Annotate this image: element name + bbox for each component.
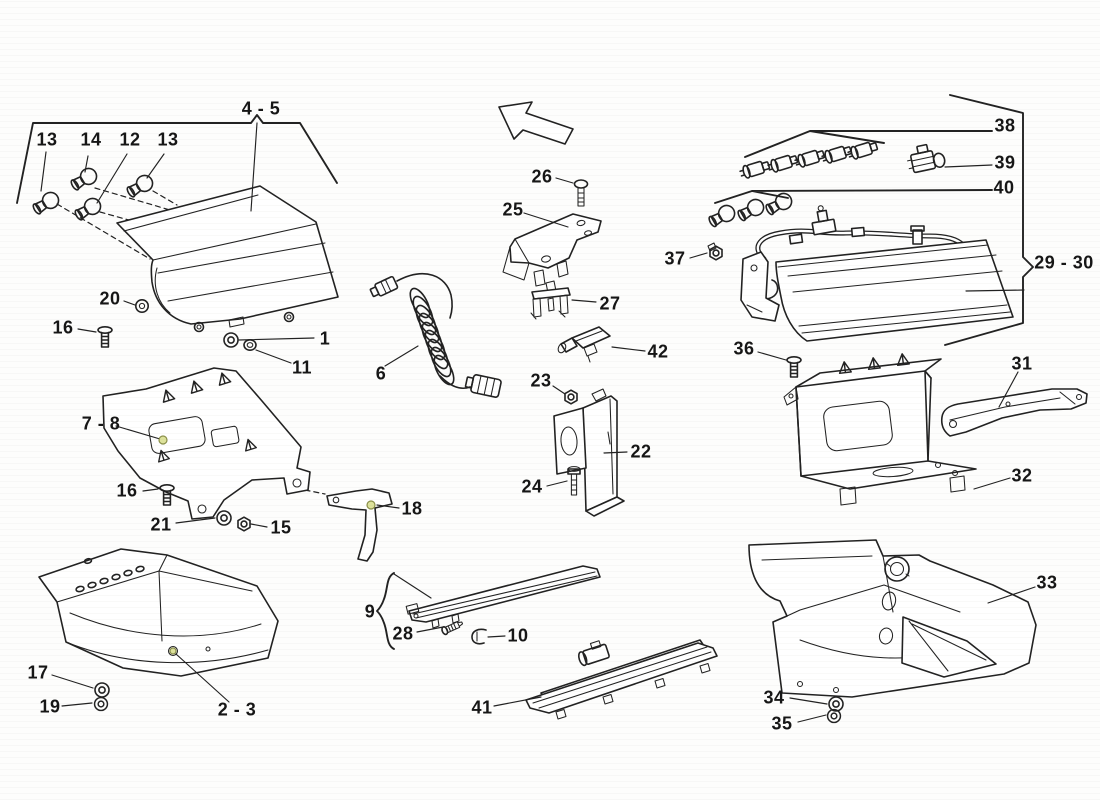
callout-24: 24 [521, 476, 543, 497]
washer-1-drawing [223, 332, 239, 348]
bracket-25-drawing [502, 213, 602, 287]
bracket-22-drawing [553, 388, 625, 517]
washer-17-drawing [94, 682, 110, 698]
callout-27: 27 [599, 293, 621, 314]
direction-arrow-icon [498, 101, 574, 145]
tray-2-3-drawing [38, 548, 279, 677]
callout-21: 21 [150, 514, 172, 535]
callout-29-30: 29 - 30 [1034, 252, 1094, 273]
dashed-leader-lines [56, 187, 326, 495]
callout-34: 34 [763, 687, 785, 708]
nut-37-drawing [707, 242, 723, 261]
screw-11-drawing [243, 338, 257, 351]
washer-21-drawing [216, 510, 232, 526]
callout-36: 36 [733, 338, 755, 359]
callout-7-8: 7 - 8 [81, 413, 121, 434]
mounting-bracket-32-drawing [783, 352, 977, 506]
screw-36-drawing [786, 355, 802, 378]
leader-lines [40, 122, 1036, 723]
sensor-42-drawing [557, 326, 611, 363]
callout-11: 11 [291, 357, 313, 378]
callout-9: 9 [364, 601, 376, 622]
callout-18: 18 [401, 498, 423, 519]
callout-14: 14 [80, 129, 102, 150]
callout-32: 32 [1011, 465, 1033, 486]
callout-6: 6 [375, 363, 387, 384]
callout-4-5: 4 - 5 [241, 98, 281, 119]
callout-37: 37 [664, 248, 686, 269]
callout-23: 23 [530, 370, 552, 391]
callout-33: 33 [1036, 572, 1058, 593]
callout-13-a: 13 [36, 129, 58, 150]
harness-29-30-drawing [740, 205, 966, 322]
coiled-cable-6-drawing [369, 272, 502, 398]
bulb-sockets-38-drawing [738, 139, 880, 181]
callout-42: 42 [647, 341, 669, 362]
bulb-icons-12-13-14 [29, 164, 157, 224]
callout-25: 25 [502, 199, 524, 220]
callout-38: 38 [994, 115, 1016, 136]
mounting-bracket-7-8-drawing [102, 367, 311, 520]
bolt-24-drawing [567, 466, 581, 496]
hook-bracket-18-drawing [326, 488, 393, 562]
housing-33-drawing [748, 539, 1037, 698]
brake-light-9-drawing [405, 565, 601, 629]
callout-1: 1 [319, 328, 331, 349]
callout-19: 19 [39, 696, 61, 717]
grommet-20-drawing [135, 298, 150, 313]
highlight-dots [158, 435, 376, 655]
callout-15: 15 [270, 517, 292, 538]
bolt-26-drawing [573, 179, 589, 207]
callout-41: 41 [471, 697, 493, 718]
callout-40: 40 [993, 177, 1015, 198]
washer-34-drawing [828, 696, 844, 712]
callout-22: 22 [630, 441, 652, 462]
callout-31: 31 [1011, 353, 1033, 374]
screw-16a-drawing [97, 325, 113, 348]
callout-13-b: 13 [157, 129, 179, 150]
callout-12: 12 [119, 129, 141, 150]
callout-17: 17 [27, 662, 49, 683]
clip-10-drawing [471, 628, 487, 645]
callout-brackets [16, 94, 1034, 650]
nut-15-drawing [237, 516, 251, 532]
taillight-left-drawing [116, 185, 339, 333]
callout-16-a: 16 [52, 317, 74, 338]
callout-28: 28 [392, 623, 414, 644]
callout-16-b: 16 [116, 480, 138, 501]
light-bar-41-drawing [525, 639, 718, 720]
callout-20: 20 [99, 288, 121, 309]
socket-39-drawing [907, 143, 946, 174]
nut-23-drawing [564, 389, 578, 405]
callout-26: 26 [531, 166, 553, 187]
callout-10: 10 [507, 625, 529, 646]
callout-39: 39 [994, 152, 1016, 173]
washer-19-drawing [93, 696, 109, 712]
rail-bracket-31-drawing [940, 388, 1088, 437]
callout-2-3: 2 - 3 [217, 699, 257, 720]
clip-27-drawing [530, 280, 571, 320]
taillight-right-drawing [775, 239, 1014, 342]
callout-35: 35 [771, 713, 793, 734]
